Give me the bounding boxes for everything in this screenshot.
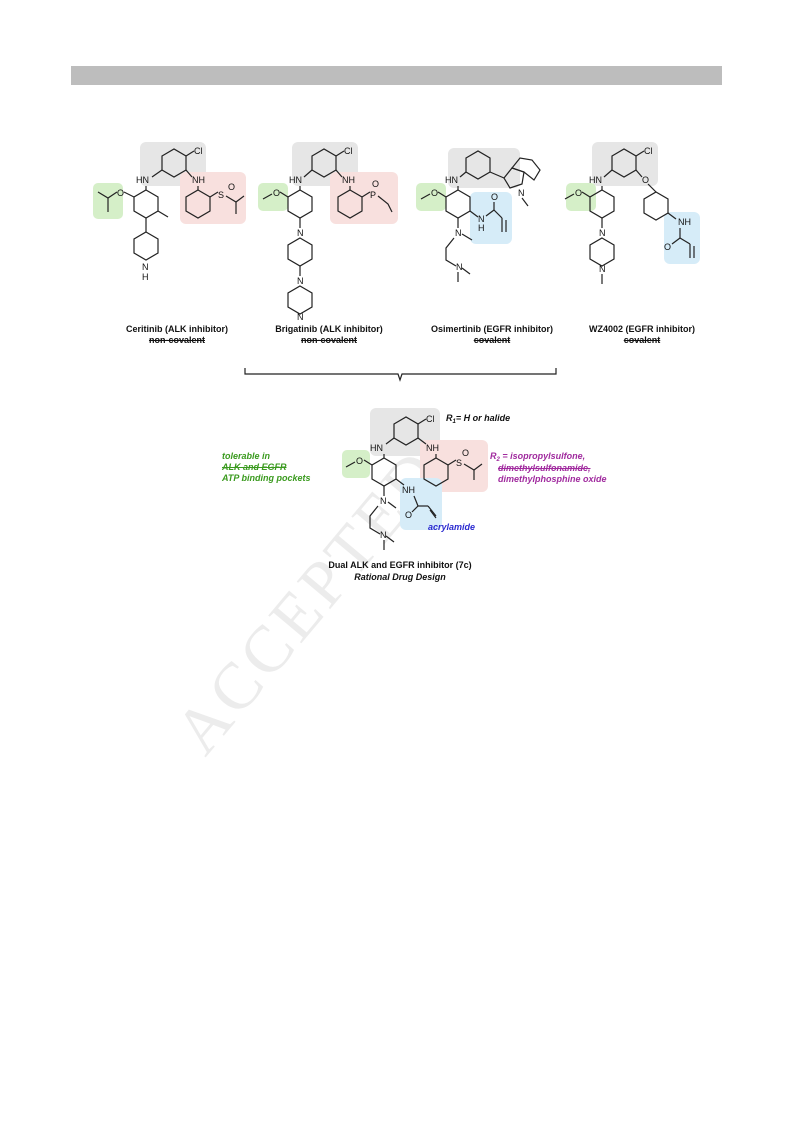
r2-option-sulfonamide: dimethylsulfonamide, (498, 463, 591, 473)
oxygen-atom: O (117, 188, 124, 198)
amine-atom: NH (342, 175, 355, 185)
oxygen-atom: O (664, 242, 671, 252)
tolerable-note-line1: tolerable in (222, 451, 271, 461)
r1-label: R (446, 413, 453, 423)
r1-subscript: 1 (453, 419, 457, 425)
tolerable-note-line3: ATP binding pockets (222, 473, 311, 483)
oxygen-atom: O (431, 188, 438, 198)
amine-atom: NH (192, 175, 205, 185)
dual-inhibitor-structure: Cl HN NH O NH O N N S O (342, 408, 488, 550)
oxygen-atom: O (356, 456, 363, 466)
oxygen-atom: O (642, 175, 649, 185)
amine-atom: N (478, 214, 485, 224)
acrylamide-highlight (664, 212, 700, 264)
compound-name: Osimertinib (EGFR inhibitor) (431, 324, 553, 334)
design-title: Dual ALK and EGFR inhibitor (7c) (328, 560, 472, 570)
brigatinib-structure: Cl HN NH O N N N P O (258, 142, 398, 322)
oxygen-atom: O (228, 182, 235, 192)
amine-atom: HN (589, 175, 602, 185)
oxygen-atom: O (372, 179, 379, 189)
compound-binding: non-covalent (148, 335, 205, 345)
compound-name: WZ4002 (EGFR inhibitor) (588, 324, 695, 334)
oxygen-atom: O (273, 188, 280, 198)
methoxy-highlight (258, 183, 288, 211)
nitrogen-atom: N (297, 276, 304, 286)
wz4002-structure: Cl HN O O N N NH O (564, 142, 700, 284)
design-subtitle: Rational Drug Design (354, 572, 446, 582)
osimertinib-structure: HN N O N H O N N (416, 148, 541, 282)
compound-binding: non-covalent (300, 335, 357, 345)
methoxy-highlight (416, 183, 446, 211)
nitrogen-atom: N (297, 312, 304, 322)
amine-atom: HN (370, 443, 383, 453)
acrylamide-note: acrylamide (428, 522, 476, 532)
chloro-atom: Cl (344, 146, 353, 156)
compound-binding: covalent (623, 335, 661, 345)
r2-subscript: 2 (496, 457, 501, 463)
nitrogen-atom: N (380, 496, 387, 506)
svg-text:R1= H or halide: R1= H or halide (446, 413, 510, 425)
compound-name: Ceritinib (ALK inhibitor) (126, 324, 228, 334)
sulfur-atom: S (456, 458, 462, 468)
methoxy-highlight (342, 450, 370, 478)
ceritinib-structure: Cl HN NH O N H S O (93, 142, 246, 282)
combining-brace (244, 368, 557, 382)
nitrogen-atom: N (380, 530, 387, 540)
amine-atom: HN (445, 175, 458, 185)
oxygen-atom: O (575, 188, 582, 198)
nitrogen-atom: N (599, 228, 606, 238)
sulfur-atom: S (218, 190, 224, 200)
nitrogen-atom: N (297, 228, 304, 238)
amine-atom: HN (289, 175, 302, 185)
nitrogen-atom: N (599, 264, 606, 274)
tolerable-note-line2: ALK and EGFR (222, 462, 287, 472)
r2-label: R (490, 451, 497, 461)
nitrogen-atom: N (455, 228, 462, 238)
oxygen-atom: O (462, 448, 469, 458)
amine-atom: NH (426, 443, 439, 453)
compound-name: Brigatinib (ALK inhibitor) (275, 324, 383, 334)
nitrogen-atom: N (518, 188, 525, 198)
nitrogen-atom: N (456, 262, 463, 272)
hydrogen-atom: H (142, 272, 149, 282)
r1-description: = H or halide (456, 413, 510, 423)
chloro-atom: Cl (426, 414, 435, 424)
oxygen-atom: O (491, 192, 498, 202)
hydrogen-atom: H (478, 223, 485, 233)
amine-atom: NH (678, 217, 691, 227)
chloro-atom: Cl (644, 146, 653, 156)
amine-atom: NH (402, 485, 415, 495)
compound-binding: covalent (473, 335, 511, 345)
r2-description: = isopropylsulfone, (500, 451, 585, 461)
phosphine-oxide-highlight (330, 172, 398, 224)
nitrogen-atom: N (142, 262, 149, 272)
acrylamide-highlight (400, 478, 442, 530)
r2-option-phosphine-oxide: dimethylphosphine oxide (498, 474, 607, 484)
chloro-atom: Cl (194, 146, 203, 156)
methoxy-highlight (566, 183, 596, 211)
header-bar (71, 66, 722, 85)
phosphorus-atom: P (370, 190, 376, 200)
svg-text:R2 = isopropylsulfone,: R2 = isopropylsulfone, (490, 451, 585, 463)
sulfone-highlight (180, 172, 246, 224)
oxygen-atom: O (405, 510, 412, 520)
amine-atom: HN (136, 175, 149, 185)
